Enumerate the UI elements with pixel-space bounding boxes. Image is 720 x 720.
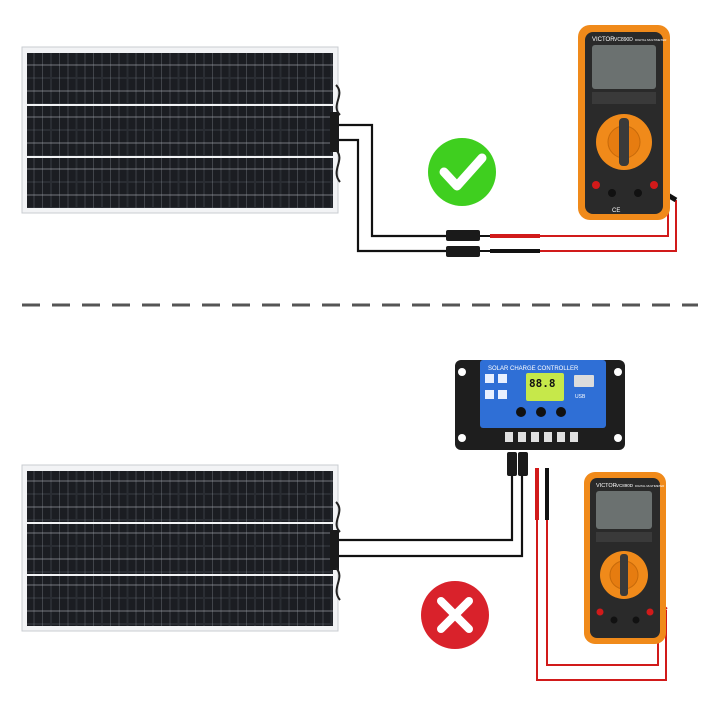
controller-button [556,407,566,417]
input-jack [592,181,600,189]
meter-model: VC890D [616,483,634,488]
input-jack [650,181,658,189]
multimeter-bottom: VICTOR VC890D DIGITAL MULTIMETER [584,472,666,644]
controller-button [536,407,546,417]
meter-display [596,491,652,529]
input-jack [608,189,616,197]
input-jack [596,608,604,616]
meter-display [592,45,656,89]
charge-controller: SOLAR CHARGE CONTROLLER 88.8 USB [455,360,625,450]
meter-subtitle: DIGITAL MULTIMETER [635,484,664,488]
solar-panel-top [21,46,341,214]
input-jack [632,616,640,624]
panel-cables-bottom [339,452,528,558]
meter-brand: VICTOR [596,483,617,489]
input-jack [610,616,618,624]
settings-icon [498,374,507,383]
mc4-connector [507,452,517,476]
lcd-digits: 88.8 [529,377,556,390]
meter-brand: VICTOR [592,37,615,43]
controller-lcd [526,373,564,401]
input-jack [646,608,654,616]
usb-port [574,375,594,387]
svg-text:CE: CE [612,208,620,214]
input-jack [634,189,642,197]
multimeter-top: VICTOR VC890D DIGITAL MULTIMETER CE [578,25,670,220]
mc4-connector [446,246,480,257]
controller-title: SOLAR CHARGE CONTROLLER [488,366,579,372]
lock-icon [498,390,507,399]
mc4-connector [518,452,528,476]
solar-panel-bottom [21,464,341,632]
junction-box [330,112,339,152]
checkmark-icon [428,138,496,206]
battery-icon [485,390,494,399]
panel-cables-top [339,123,490,257]
mc4-connector [446,230,480,241]
usb-label: USB [575,394,586,400]
meter-model: VC890D [614,37,633,43]
cross-icon [421,581,489,649]
meter-subtitle: DIGITAL MULTIMETER [635,38,667,42]
panel-icon [485,374,494,383]
terminal-block [505,432,578,442]
controller-button [516,407,526,417]
junction-box [330,530,339,570]
